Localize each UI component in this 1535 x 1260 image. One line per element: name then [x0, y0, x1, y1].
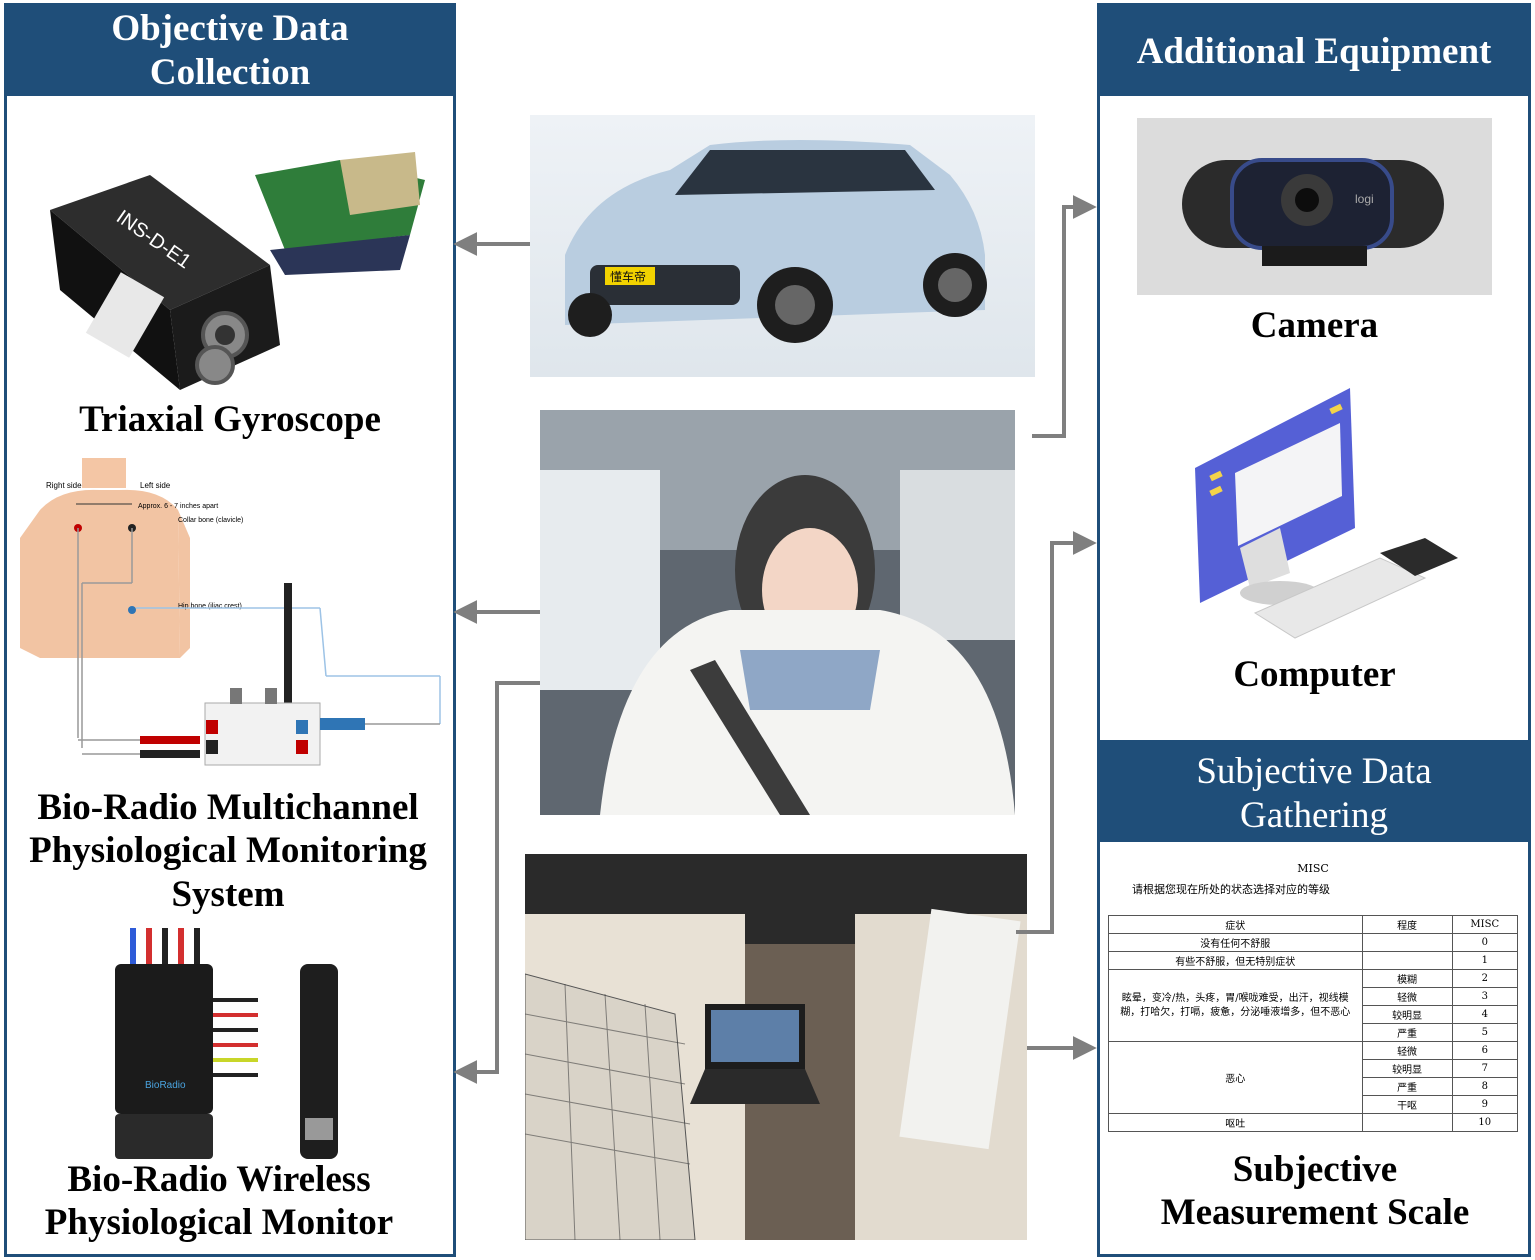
misc-row-symptom: 眩晕，变冷/热，头疼，胃/喉咙难受，出汗，视线模糊，打哈欠，打嗝，疲惫，分泌唾液…: [1108, 969, 1363, 1042]
subjective-measurement-scale-label: Subjective Measurement Scale: [1160, 1149, 1470, 1234]
misc-scale-title: MISC: [1297, 862, 1329, 875]
misc-scale-table: 症状 程度 MISC 没有任何不舒服 0 有些不舒服，但无特别症状 1 眩晕，变…: [1108, 915, 1519, 1132]
bio-radio-wireless-monitor-image: BioRadio: [115, 928, 338, 1159]
arrow-driver-to-camera: [1032, 195, 1097, 438]
additional-panel-title: Additional Equipment: [1136, 30, 1492, 72]
triaxial-gyroscope-image: INS-D-E1: [50, 152, 425, 390]
car-badge-text: 懂车帝: [610, 269, 646, 284]
diagram-label-hip-bone: Hip bone (iliac crest): [178, 603, 242, 610]
computer-label: Computer: [1233, 654, 1396, 695]
additional-panel-header: Additional Equipment: [1100, 6, 1528, 96]
objective-panel-title: Objective Data Collection: [111, 7, 349, 93]
electrode-hip: [128, 606, 136, 614]
misc-row-value: 10: [1451, 1113, 1519, 1132]
bio-radio-wireless-label: Bio-Radio Wireless Physiological Monitor: [44, 1159, 394, 1244]
misc-scale-document: MISC 请根据您现在所处的状态选择对应的等级 症状 程度 MISC 没有任何不…: [1108, 862, 1519, 1138]
bio-radio-system-diagram: Right side Left side Approx. 6 - 7 inche…: [20, 458, 441, 766]
computer-image: [1195, 388, 1458, 639]
driver-photo: [540, 410, 1015, 815]
diagram-label-approx-distance: Approx. 6 - 7 inches apart: [138, 503, 218, 510]
bio-radio-multichannel-label: Bio-Radio Multichannel Physiological Mon…: [29, 787, 427, 915]
diagram-label-collar-bone: Collar bone (clavicle): [178, 517, 243, 524]
misc-scale-instruction: 请根据您现在所处的状态选择对应的等级: [1132, 883, 1330, 896]
diagram-label-left-side: Left side: [140, 481, 171, 490]
objective-panel-header: Objective Data Collection: [7, 6, 453, 96]
diagram-label-right-side: Right side: [46, 481, 82, 490]
misc-row-symptom: 呕吐: [1108, 1113, 1363, 1132]
camera-label: Camera: [1250, 305, 1379, 346]
camera-image: logi: [1137, 118, 1492, 295]
vehicle-photo: 懂车帝: [530, 115, 1035, 377]
arrow-driver-to-wireless: [453, 681, 540, 1084]
arrow-cabin-to-computer: [1016, 531, 1097, 934]
camera-brand-text: logi: [1355, 192, 1374, 206]
misc-row-symptom: 恶心: [1108, 1041, 1363, 1114]
test-cabin-photo: [525, 854, 1027, 1240]
bio-radio-wireless-brand-text: BioRadio: [145, 1080, 186, 1091]
subjective-panel-header: Subjective Data Gathering: [1100, 746, 1528, 842]
subjective-panel-title: Subjective Data Gathering: [1196, 750, 1432, 836]
triaxial-gyroscope-label: Triaxial Gyroscope: [79, 399, 381, 440]
car-badge: [605, 267, 655, 285]
